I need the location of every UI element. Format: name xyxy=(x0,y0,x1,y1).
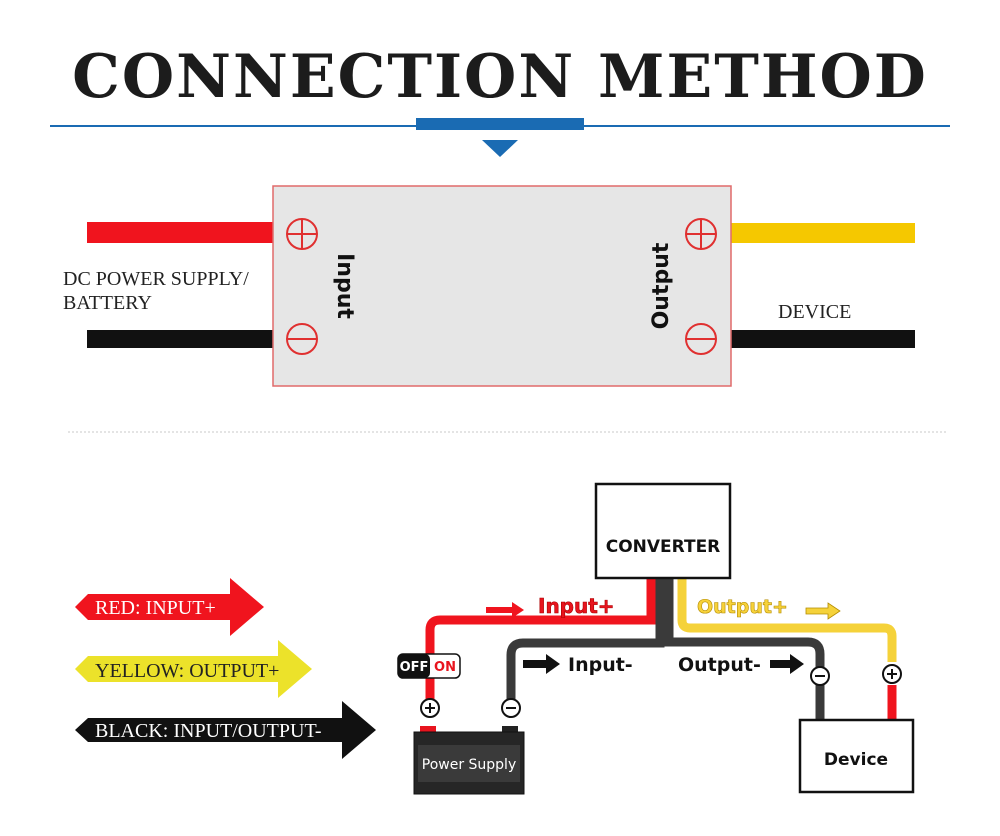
wire-output-yellow xyxy=(731,223,915,243)
minus-circle-icon xyxy=(501,698,521,718)
arrow-right-icon xyxy=(486,602,524,618)
arrow-right-icon xyxy=(770,654,804,674)
wire-yellow-output-plus xyxy=(677,578,897,662)
plus-terminal-icon xyxy=(286,218,318,250)
power-switch[interactable]: OFF ON xyxy=(397,653,461,679)
output-minus-label: Output- xyxy=(678,654,761,676)
wire-output-black xyxy=(731,330,915,348)
right-caption: DEVICE xyxy=(778,301,852,323)
chevron-down-icon xyxy=(482,140,518,157)
module-output-label: Output xyxy=(649,242,674,329)
power-supply-inner xyxy=(418,745,520,782)
legend-red-text: RED: INPUT+ xyxy=(95,597,216,619)
wire-black-input-minus xyxy=(506,578,665,705)
input-plus-label: Input+ xyxy=(538,594,615,618)
header-accent-bar xyxy=(416,118,584,130)
power-supply-label: Power Supply xyxy=(422,757,517,773)
device-label: Device xyxy=(824,750,888,770)
converter-box xyxy=(594,482,732,580)
legend-arrow-red xyxy=(75,578,264,636)
legend-black-text: BLACK: INPUT/OUTPUT- xyxy=(95,720,322,742)
output-plus-label: Output+ xyxy=(697,596,788,618)
wire-black-output-minus xyxy=(664,578,825,722)
left-caption-line2: BATTERY xyxy=(63,292,152,314)
wire-input-black xyxy=(87,330,273,348)
minus-terminal-icon xyxy=(685,323,717,355)
arrow-right-icon xyxy=(805,602,841,620)
device-box xyxy=(798,718,915,794)
left-caption-line1: DC POWER SUPPLY/ xyxy=(63,268,249,290)
wire-red-input-plus xyxy=(425,578,656,715)
switch-on-label: ON xyxy=(434,660,456,675)
input-minus-label: Input- xyxy=(568,654,633,676)
plus-terminal-icon xyxy=(685,218,717,250)
legend-arrow-yellow xyxy=(75,640,312,698)
converter-module xyxy=(272,185,732,387)
battery-black-terminal xyxy=(502,726,518,734)
legend-yellow-text: YELLOW: OUTPUT+ xyxy=(95,660,279,682)
wire-input-red xyxy=(87,222,273,243)
legend-arrow-black xyxy=(75,701,376,759)
battery-red-terminal xyxy=(420,726,436,734)
minus-circle-icon xyxy=(810,666,830,686)
module-input-label: Input xyxy=(332,253,357,319)
plus-circle-icon xyxy=(420,698,440,718)
minus-terminal-icon xyxy=(286,323,318,355)
arrow-right-icon xyxy=(523,654,560,674)
switch-off-label: OFF xyxy=(400,660,429,675)
page-title: CONNECTION METHOD xyxy=(72,42,928,112)
plus-circle-icon xyxy=(882,664,902,684)
converter-label: CONVERTER xyxy=(606,537,721,557)
